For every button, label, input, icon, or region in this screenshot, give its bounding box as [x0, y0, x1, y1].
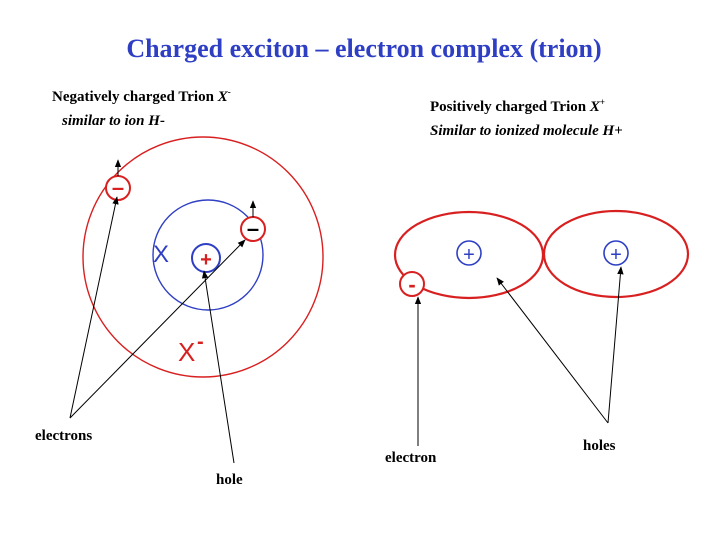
- inner-electron: –: [240, 216, 266, 242]
- holes-pointer-arrow-left: [496, 277, 609, 424]
- left-heading-symbol: X: [217, 89, 228, 105]
- left-subheading: similar to ion H-: [62, 113, 165, 129]
- right-electron: -: [399, 271, 425, 297]
- hole-pointer-arrow: [201, 270, 235, 464]
- right-electron-sign: -: [408, 272, 415, 297]
- right-heading-text: Positively charged Trion: [430, 99, 587, 115]
- trion-symbol: X: [178, 337, 195, 367]
- right-hole-1: +: [456, 240, 482, 266]
- exciton-orbit-inner: [152, 199, 264, 311]
- hole: +: [191, 243, 221, 273]
- right-hole-1-circle: [456, 240, 482, 266]
- right-hole-2: +: [603, 240, 629, 266]
- trion-symbol-sup: -: [197, 331, 204, 353]
- right-heading: Positively charged Trion X+: [430, 97, 605, 116]
- right-hole-orbit: [542, 209, 690, 299]
- right-hole-2-circle: [603, 240, 629, 266]
- holes-pointer-arrow-right: [607, 266, 624, 424]
- left-heading-sup: -: [227, 87, 231, 97]
- label-electrons: electrons: [35, 428, 93, 444]
- electrons-pointer-arrow-inner: [69, 239, 246, 419]
- electrons-pointer-arrow-outer: [69, 196, 119, 419]
- hole-sign: +: [200, 249, 212, 271]
- label-hole: hole: [216, 472, 243, 488]
- label-electron: electron: [385, 450, 437, 466]
- right-heading-sup: +: [599, 97, 606, 107]
- slide-title: Charged exciton – electron complex (trio…: [126, 34, 602, 63]
- right-subheading: Similar to ionized molecule H+: [430, 123, 623, 139]
- label-holes: holes: [583, 438, 616, 454]
- right-heading-symbol: X: [589, 99, 600, 115]
- right-hole-1-sign: +: [463, 244, 475, 266]
- outer-electron-sign: –: [112, 175, 124, 200]
- left-heading-text: Negatively charged Trion: [52, 89, 214, 105]
- outer-electron: –: [105, 175, 131, 201]
- left-heading: Negatively charged Trion X-: [52, 87, 231, 106]
- right-hole-2-sign: +: [610, 244, 622, 266]
- trion-orbit-outer: [82, 136, 324, 378]
- exciton-symbol: X: [153, 241, 169, 268]
- inner-electron-sign: –: [247, 216, 259, 241]
- right-electron-circle: [399, 271, 425, 297]
